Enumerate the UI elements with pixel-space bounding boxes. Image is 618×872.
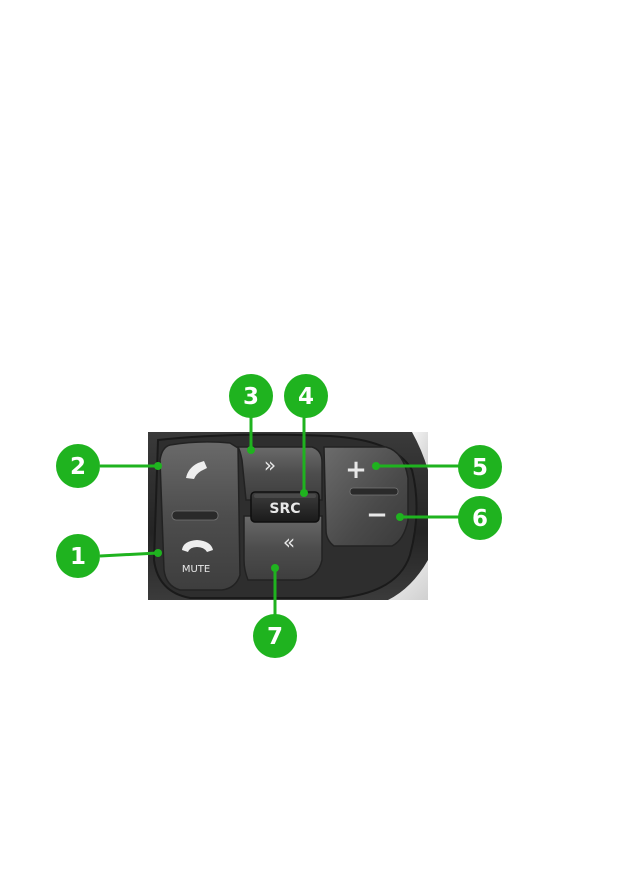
callout-badge-6: 6: [458, 496, 502, 540]
callout-number-7: 7: [267, 624, 283, 650]
callout-dot-5: [372, 462, 380, 470]
callout-badge-2: 2: [56, 444, 100, 488]
call-answer-icon: [186, 461, 207, 479]
callout-dot-7: [271, 564, 279, 572]
volume-button[interactable]: + −: [323, 446, 409, 547]
callout-number-2: 2: [70, 454, 86, 480]
src-button[interactable]: SRC: [250, 491, 320, 523]
callout-number-1: 1: [70, 544, 86, 570]
phone-button[interactable]: MUTE: [159, 441, 241, 591]
callout-dot-6: [396, 513, 404, 521]
call-end-icon: [182, 540, 213, 552]
callout-line-1: [99, 551, 159, 558]
volume-down-icon: −: [366, 500, 388, 530]
callout-dots: [154, 446, 404, 572]
callout-dot-3: [247, 446, 255, 454]
mute-label: MUTE: [182, 564, 210, 575]
volume-up-icon: +: [345, 455, 367, 485]
callout-badge-7: 7: [253, 614, 297, 658]
callout-dot-1: [154, 549, 162, 557]
callout-dot-4: [300, 489, 308, 497]
src-label: SRC: [269, 501, 300, 517]
track-buttons: » «: [236, 446, 323, 581]
volume-button-divider: [349, 487, 399, 496]
callout-badge-4: 4: [284, 374, 328, 418]
callout-number-5: 5: [472, 455, 488, 481]
callout-number-6: 6: [472, 506, 488, 532]
phone-button-divider: [171, 510, 219, 521]
next-track-button[interactable]: [236, 446, 323, 501]
volume-button-body: [323, 446, 409, 547]
callout-lines: [99, 414, 460, 615]
callout-badge-3: 3: [229, 374, 273, 418]
callout-number-3: 3: [243, 384, 259, 410]
next-track-icon: »: [264, 453, 276, 477]
src-button-highlight: [254, 494, 316, 498]
callout-badge-1: 1: [56, 534, 100, 578]
callout-number-4: 4: [298, 384, 314, 410]
panel-corner-highlight: [412, 432, 428, 470]
prev-track-button[interactable]: [243, 515, 323, 581]
prev-track-icon: «: [283, 530, 295, 554]
src-button-body: [250, 491, 320, 523]
callout-dot-2: [154, 462, 162, 470]
callout-badge-5: 5: [458, 445, 502, 489]
panel-corner-highlight: [388, 560, 428, 600]
